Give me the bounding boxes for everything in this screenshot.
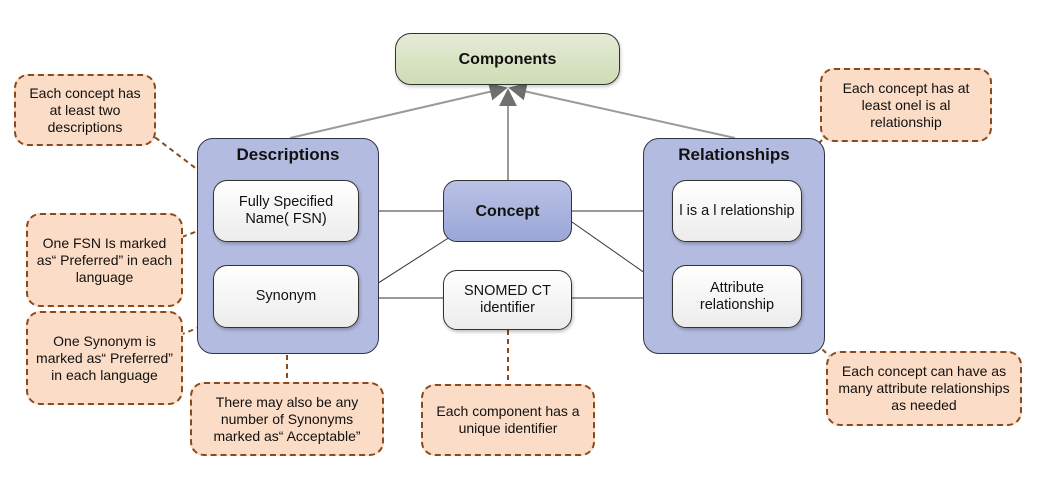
note-fsn-preferred: One FSN Is marked as“ Preferred” in each…: [26, 213, 183, 307]
callout-two-descriptions: [147, 131, 199, 171]
descriptions-title: Descriptions: [236, 145, 340, 164]
isa-relationship-node: l is a l relationship: [672, 180, 802, 242]
note-synonym-preferred: One Synonym is marked as“ Preferred” in …: [26, 311, 183, 405]
components-node: Components: [395, 33, 620, 85]
note-unique-identifier: Each component has a unique identifier: [421, 384, 595, 456]
identifier-node: SNOMED CT identifier: [443, 270, 572, 330]
note-two-descriptions: Each concept has at least two descriptio…: [14, 74, 156, 146]
arrow-relationships-to-components: [508, 82, 736, 139]
note-attribute: Each concept can have as many attribute …: [826, 351, 1022, 426]
arrow-descriptions-to-components: [289, 82, 508, 139]
attribute-relationship-node: Attribute relationship: [672, 265, 802, 328]
fsn-node: Fully Specified Name( FSN): [213, 180, 359, 242]
synonym-node: Synonym: [213, 265, 359, 328]
note-isa: Each concept has at least onel is al rel…: [820, 68, 992, 142]
relationships-title: Relationships: [678, 145, 790, 164]
concept-node: Concept: [443, 180, 572, 242]
note-acceptable: There may also be any number of Synonyms…: [190, 382, 384, 456]
